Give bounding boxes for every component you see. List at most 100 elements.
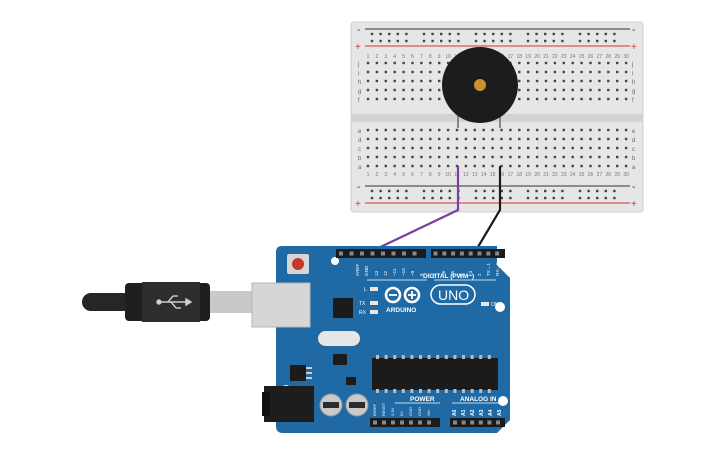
- breadboard-hole[interactable]: [384, 88, 387, 92]
- rail-hole[interactable]: [500, 39, 503, 43]
- breadboard-hole[interactable]: [607, 137, 610, 141]
- rail-hole[interactable]: [474, 39, 478, 43]
- breadboard-hole[interactable]: [518, 164, 521, 168]
- breadboard-hole[interactable]: [420, 155, 423, 159]
- breadboard-hole[interactable]: [429, 155, 432, 159]
- rail-hole[interactable]: [440, 32, 443, 36]
- rail-hole[interactable]: [422, 196, 426, 200]
- rail-hole[interactable]: [544, 189, 547, 193]
- breadboard-hole[interactable]: [616, 128, 619, 132]
- breadboard-hole[interactable]: [518, 128, 521, 132]
- breadboard-hole[interactable]: [616, 70, 619, 74]
- rail-hole[interactable]: [561, 196, 564, 200]
- breadboard-hole[interactable]: [598, 70, 601, 74]
- header-pin[interactable]: [468, 251, 473, 256]
- rail-hole[interactable]: [474, 32, 478, 36]
- rail-hole[interactable]: [596, 32, 599, 36]
- breadboard-hole[interactable]: [429, 137, 432, 141]
- breadboard-hole[interactable]: [429, 146, 432, 150]
- breadboard-hole[interactable]: [535, 79, 539, 83]
- breadboard-hole[interactable]: [402, 128, 405, 132]
- rail-hole[interactable]: [561, 32, 564, 36]
- breadboard-hole[interactable]: [482, 146, 485, 150]
- rail-hole[interactable]: [405, 32, 408, 36]
- header-pin[interactable]: [381, 251, 385, 256]
- breadboard-hole[interactable]: [384, 146, 387, 150]
- breadboard-hole[interactable]: [464, 128, 468, 132]
- breadboard-hole[interactable]: [527, 146, 530, 150]
- rail-hole[interactable]: [448, 189, 451, 193]
- breadboard-hole[interactable]: [580, 137, 583, 141]
- breadboard-hole[interactable]: [473, 155, 476, 159]
- rail-hole[interactable]: [509, 196, 512, 200]
- breadboard-hole[interactable]: [375, 128, 379, 132]
- breadboard-hole[interactable]: [393, 137, 396, 141]
- rail-hole[interactable]: [526, 189, 530, 193]
- breadboard-hole[interactable]: [544, 137, 548, 141]
- breadboard-hole[interactable]: [509, 164, 512, 168]
- header-pin[interactable]: [470, 420, 475, 425]
- breadboard-hole[interactable]: [411, 97, 414, 101]
- header-pin[interactable]: [459, 251, 464, 256]
- rail-hole[interactable]: [388, 189, 391, 193]
- breadboard-hole[interactable]: [535, 164, 539, 168]
- breadboard-hole[interactable]: [580, 88, 583, 92]
- breadboard-hole[interactable]: [420, 128, 423, 132]
- breadboard-hole[interactable]: [420, 61, 423, 65]
- rail-hole[interactable]: [431, 196, 434, 200]
- breadboard-hole[interactable]: [571, 61, 574, 65]
- rail-hole[interactable]: [483, 189, 486, 193]
- breadboard-hole[interactable]: [384, 79, 387, 83]
- breadboard-hole[interactable]: [473, 164, 476, 168]
- rail-hole[interactable]: [440, 39, 443, 43]
- breadboard-hole[interactable]: [607, 155, 610, 159]
- breadboard-hole[interactable]: [384, 61, 387, 65]
- breadboard-hole[interactable]: [624, 128, 628, 132]
- breadboard-hole[interactable]: [598, 137, 601, 141]
- breadboard-hole[interactable]: [375, 164, 379, 168]
- breadboard-hole[interactable]: [544, 146, 548, 150]
- breadboard-hole[interactable]: [518, 155, 521, 159]
- breadboard-hole[interactable]: [384, 128, 387, 132]
- header-pin[interactable]: [382, 420, 386, 425]
- breadboard-hole[interactable]: [366, 97, 370, 101]
- header-pin[interactable]: [391, 251, 396, 256]
- breadboard-hole[interactable]: [527, 70, 530, 74]
- rail-hole[interactable]: [379, 39, 382, 43]
- breadboard-hole[interactable]: [438, 88, 441, 92]
- breadboard-hole[interactable]: [589, 137, 592, 141]
- breadboard-hole[interactable]: [607, 146, 610, 150]
- header-pin[interactable]: [433, 251, 438, 256]
- breadboard-hole[interactable]: [366, 164, 370, 168]
- rail-hole[interactable]: [448, 32, 451, 36]
- breadboard-hole[interactable]: [366, 155, 370, 159]
- breadboard-hole[interactable]: [438, 70, 441, 74]
- header-pin[interactable]: [477, 251, 482, 256]
- breadboard-hole[interactable]: [438, 128, 441, 132]
- breadboard-hole[interactable]: [598, 97, 601, 101]
- breadboard-hole[interactable]: [455, 146, 459, 150]
- usb-cable[interactable]: [82, 282, 255, 322]
- breadboard-hole[interactable]: [491, 146, 494, 150]
- rail-hole[interactable]: [613, 196, 616, 200]
- breadboard-hole[interactable]: [571, 146, 574, 150]
- breadboard-hole[interactable]: [500, 164, 503, 168]
- breadboard-hole[interactable]: [544, 155, 548, 159]
- breadboard-hole[interactable]: [393, 155, 396, 159]
- breadboard-hole[interactable]: [384, 137, 387, 141]
- breadboard-hole[interactable]: [580, 164, 583, 168]
- rail-hole[interactable]: [370, 196, 374, 200]
- header-pin[interactable]: [402, 251, 406, 256]
- breadboard-hole[interactable]: [535, 88, 539, 92]
- breadboard-hole[interactable]: [544, 88, 548, 92]
- breadboard-hole[interactable]: [411, 137, 414, 141]
- breadboard-hole[interactable]: [562, 88, 565, 92]
- rail-hole[interactable]: [422, 32, 426, 36]
- rail-hole[interactable]: [379, 196, 382, 200]
- header-pin[interactable]: [478, 420, 483, 425]
- breadboard-hole[interactable]: [500, 128, 503, 132]
- breadboard-hole[interactable]: [446, 146, 450, 150]
- breadboard-hole[interactable]: [562, 70, 565, 74]
- rail-hole[interactable]: [544, 39, 547, 43]
- breadboard-hole[interactable]: [375, 97, 379, 101]
